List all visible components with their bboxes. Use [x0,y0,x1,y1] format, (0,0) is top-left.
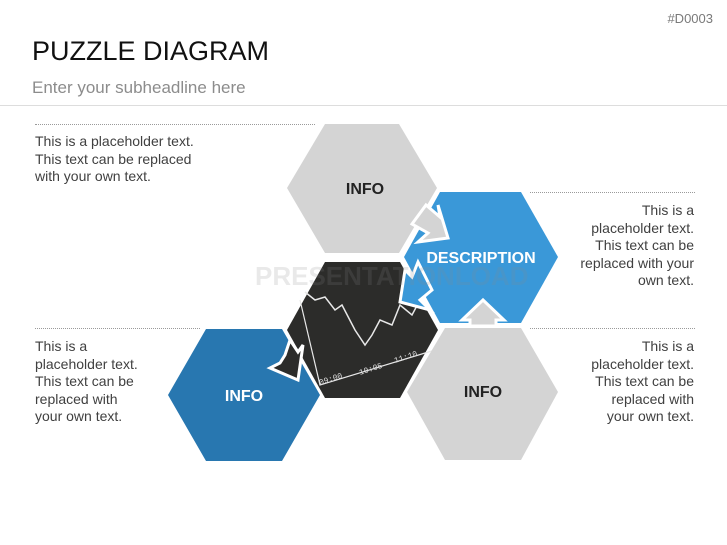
subheadline: Enter your subheadline here [32,78,246,97]
text-top-left: This is a placeholder text. This text ca… [35,133,194,186]
arrow-right-icon [409,202,450,245]
stock-chart-image [299,291,436,386]
text-line: replaced with [611,390,695,407]
text-line: This text can be [595,373,694,389]
text-bottom-right: This is a placeholder text. This text ca… [591,338,694,426]
divider [35,124,315,125]
text-line: with your own text. [35,168,151,184]
text-line: replaced with your [580,254,694,271]
text-line: This is a [641,338,694,354]
arrow-down-left-icon [266,336,305,383]
hex-bottom [407,328,558,460]
divider [530,328,695,329]
hex-description-label: DESCRIPTION [426,250,535,267]
text-line: placeholder text. [35,355,138,372]
page-title: PUZZLE DIAGRAM [32,36,270,66]
hex-bottom-label: INFO [464,384,502,401]
text-line: placeholder text. [591,355,694,372]
text-line: This is a [641,202,694,218]
arrow-icons [266,202,508,383]
arrow-left-icon [398,258,436,313]
text-bottom-left: This is a placeholder text. This text ca… [35,338,138,426]
text-line: your own text. [35,408,123,424]
text-line: your own text. [606,408,694,424]
divider [35,328,200,329]
text-line: This text can be [595,237,694,253]
text-line: This text can be [35,373,134,389]
arrow-up-icon [458,297,508,328]
hex-left-label: INFO [225,388,263,405]
text-line: This is a [35,338,88,354]
text-line: This text can be replaced [35,150,192,167]
text-line: own text. [637,272,694,288]
hex-top [287,124,437,253]
text-line: This is a placeholder text. [35,133,194,149]
text-line: placeholder text. [591,219,694,236]
divider [0,105,727,106]
watermark: PRESENTATIONLOAD [255,261,528,291]
text-line: replaced with [35,390,118,407]
slide-code: #D0003 [667,11,713,26]
text-top-right: This is a placeholder text. This text ca… [580,202,694,290]
divider [530,192,695,193]
hex-top-label: INFO [346,181,384,198]
